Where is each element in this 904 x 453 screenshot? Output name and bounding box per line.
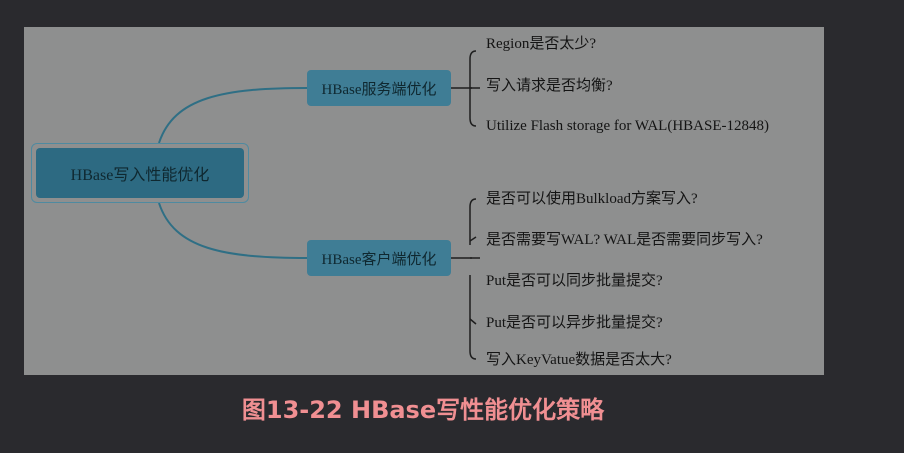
connector-root-server [158, 87, 308, 144]
connector-root-client [158, 202, 308, 259]
root-node: HBase写入性能优化 [36, 148, 244, 198]
root-node-frame [31, 143, 249, 203]
leaf-client-4: Put是否可以异步批量提交? [486, 315, 663, 331]
mindmap-figure: HBase写入性能优化 HBase服务端优化 HBase客户端优化 Region… [24, 27, 824, 375]
leaf-client-2: 是否需要写WAL? WAL是否需要同步写入? [486, 232, 763, 248]
branch-node-client: HBase客户端优化 [307, 240, 451, 276]
connector-client-tick-4 [469, 318, 477, 325]
leaf-client-3: Put是否可以同步批量提交? [486, 273, 663, 289]
leaf-server-2: 写入请求是否均衡? [486, 78, 613, 94]
branch-node-server: HBase服务端优化 [307, 70, 451, 106]
leaf-server-3: Utilize Flash storage for WAL(HBASE-1284… [486, 118, 770, 134]
leaf-client-5: 写入KeyVatue数据是否太大? [486, 352, 672, 368]
leaf-server-1: Region是否太少? [486, 36, 596, 52]
connector-client-tick-2 [469, 236, 477, 242]
leaf-client-1: 是否可以使用Bulkload方案写入? [486, 191, 698, 207]
figure-caption: 图13-22 HBase写性能优化策略 [241, 396, 605, 424]
mindmap-connectors [158, 50, 480, 360]
bracket-client-bottom [469, 275, 477, 360]
bracket-client-top [469, 198, 477, 245]
